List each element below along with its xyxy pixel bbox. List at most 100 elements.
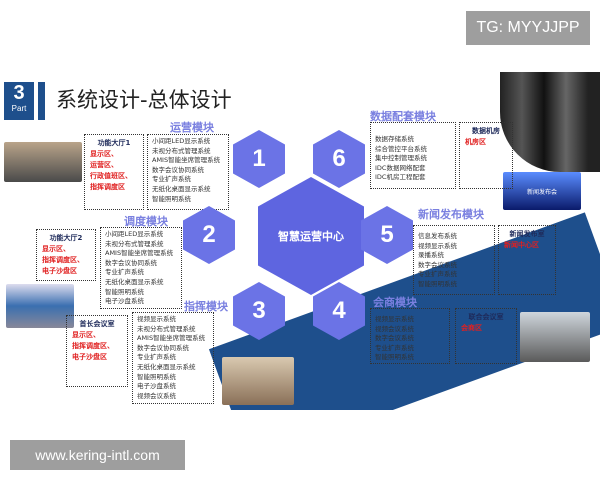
system-item: 智能照明系统 [105, 287, 144, 296]
server-room-photo [500, 72, 600, 172]
hex-number: 1 [252, 145, 266, 172]
joint-room-photo [520, 312, 590, 362]
system-item: 未视分布式管理系统 [137, 324, 196, 333]
hexagon-6: 6 [313, 130, 365, 188]
hall-name: 联合会议室 [468, 313, 504, 321]
zone-label: 显示区、 [72, 331, 100, 339]
hall-name: 首长会议室 [79, 320, 115, 328]
center-label: 智慧运营中心 [278, 231, 344, 243]
hex-number: 6 [332, 145, 346, 172]
hexagon-5: 5 [361, 206, 413, 264]
dispatch-module-title: 调度模块 [124, 215, 168, 228]
system-item: IDC数据网络配套 [375, 163, 426, 172]
hall-name: 数据机房 [472, 127, 500, 135]
system-item: 信息发布系统 [418, 232, 457, 240]
zone-label: 显示区、 [42, 245, 70, 253]
hex-number: 4 [332, 297, 346, 324]
hexagon-2: 2 [183, 206, 235, 264]
hall2-photo [6, 284, 74, 328]
zone-label: 行政值班区、 [90, 172, 132, 180]
system-item: 小间距LED显示系统 [152, 137, 211, 145]
hex-number: 3 [252, 297, 266, 324]
press-photo: 新闻发布会 [503, 172, 581, 210]
meeting-module-title: 会商模块 [373, 296, 417, 309]
zone-label: 电子沙盘区 [42, 267, 77, 275]
datacenter-card: 数据机房机房区 [459, 122, 513, 189]
ops-module-title: 运营模块 [170, 121, 214, 134]
system-item: 视频会议系统 [137, 391, 176, 400]
command-module-title: 指挥模块 [184, 300, 228, 313]
hall1-card: 功能大厅1 显示区、运营区、行政值班区、指挥调度区 [84, 134, 144, 210]
slide-title: 系统设计-总体设计 [56, 88, 232, 112]
system-item: 专业扩声系统 [418, 270, 457, 279]
hall-name: 功能大厅1 [97, 139, 131, 147]
hall-name: 功能大厅2 [49, 234, 83, 242]
system-item: 专业扩声系统 [375, 343, 414, 352]
system-item: 数字会议协同系统 [105, 258, 157, 267]
system-item: IDC机房工程配套 [375, 173, 426, 182]
system-item: 视频显示系统 [375, 315, 414, 323]
zone-label: 指挥调度区、 [42, 256, 84, 264]
zone-label: 指挥调度区 [90, 183, 125, 191]
system-item: 数字会议系统 [375, 334, 414, 343]
zone-label: 新闻中心区 [504, 241, 539, 249]
zone-label: 会商区 [461, 324, 482, 332]
system-item: 智能照明系统 [375, 353, 414, 362]
system-item: 数字会议系统 [418, 260, 457, 269]
watermark-label: TG: MYYJJPP [466, 11, 590, 45]
zone-label: 运营区、 [90, 161, 118, 169]
joint-room-card: 联合会议室会商区 [455, 308, 517, 364]
system-item: 专业扩声系统 [105, 268, 144, 277]
system-item: 未视分布式管理系统 [152, 146, 211, 155]
system-item: 电子沙盘系统 [137, 382, 176, 391]
zone-label: 指挥调度区、 [72, 342, 114, 350]
system-item: 智能照明系统 [137, 372, 176, 381]
system-item: AMIS智能坐席管理系统 [105, 249, 174, 258]
title-bar [38, 82, 45, 120]
system-item: AMIS智能坐席管理系统 [137, 334, 206, 343]
zone-label: 机房区 [465, 138, 486, 146]
system-item: 集中控制管理系统 [375, 154, 427, 163]
system-item: 专业扩声系统 [137, 353, 176, 362]
data-module-title: 数据配套模块 [370, 110, 436, 123]
hall1-photo [4, 142, 82, 182]
footer-url: www.kering-intl.com [10, 440, 185, 470]
system-item: 视频会议系统 [375, 324, 414, 333]
pressroom-card: 新闻发布室新闻中心区 [498, 225, 556, 295]
news-system-list: 信息发布系统视频显示系统录播系统数字会议系统专业扩声系统智能照明系统 [413, 225, 495, 295]
chief-room-card: 首长会议室显示区、指挥调度区、电子沙盘区 [66, 315, 128, 387]
hex-number: 5 [380, 221, 394, 248]
hall2-card: 功能大厅2 显示区、指挥调度区、电子沙盘区 [36, 229, 96, 281]
news-module-title: 新闻发布模块 [418, 208, 484, 221]
hexagon-1: 1 [233, 130, 285, 188]
system-item: 智能照明系统 [418, 279, 457, 288]
system-item: 综合管控平台系统 [375, 144, 427, 153]
system-item: 无纸化桌面显示系统 [105, 277, 164, 286]
hex-number: 2 [202, 221, 216, 248]
chief-room-photo [222, 357, 294, 405]
system-item: 数字会议协同系统 [137, 343, 189, 352]
system-item: 无纸化桌面显示系统 [137, 362, 196, 371]
system-item: 电子沙盘系统 [105, 297, 144, 306]
part-number: 3 [13, 82, 25, 104]
system-item: AMIS智能坐席管理系统 [152, 156, 221, 165]
meeting-system-list: 视频显示系统视频会议系统数字会议系统专业扩声系统智能照明系统 [370, 308, 450, 364]
system-item: 数据存储系统 [375, 135, 414, 143]
system-item: 录播系统 [418, 251, 444, 260]
zone-label: 显示区、 [90, 150, 118, 158]
system-item: 无纸化桌面显示系统 [152, 184, 211, 193]
hall-name: 新闻发布室 [509, 230, 545, 238]
system-item: 未视分布式管理系统 [105, 239, 164, 248]
system-item: 数字会议协同系统 [152, 165, 204, 174]
zone-label: 电子沙盘区 [72, 353, 107, 361]
center-hexagon: 智慧运营中心 [258, 177, 364, 295]
system-item: 视频显示系统 [137, 315, 176, 323]
press-photo-caption: 新闻发布会 [526, 188, 557, 196]
system-item: 智能照明系统 [152, 194, 191, 203]
